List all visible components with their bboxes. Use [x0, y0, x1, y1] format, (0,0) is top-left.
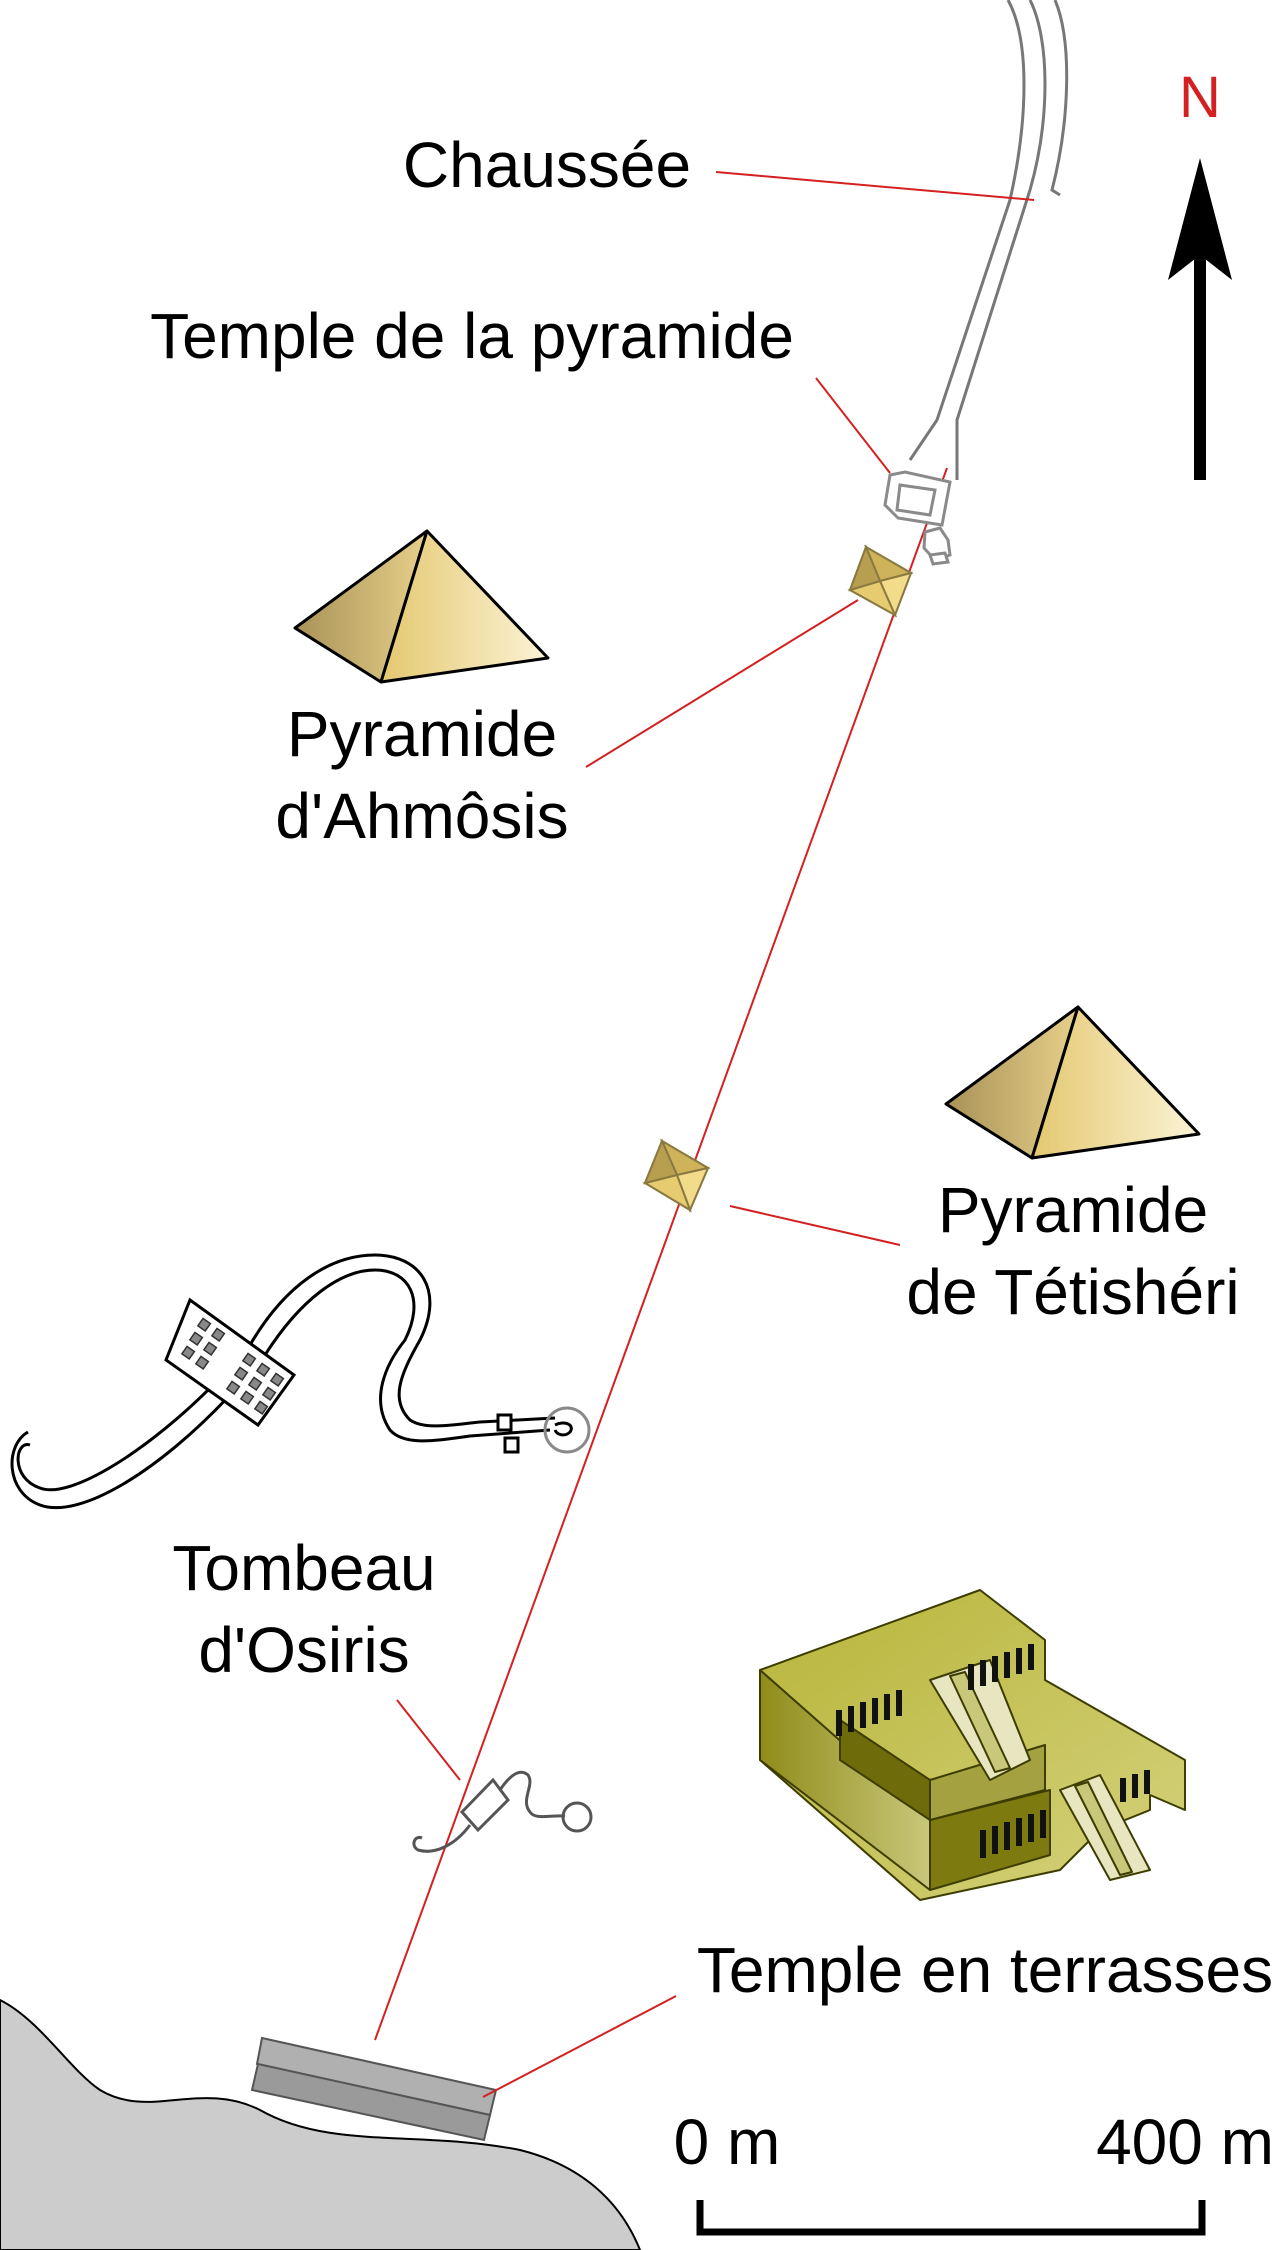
- north-arrow-head: [1168, 158, 1232, 280]
- ahmose-pyramid-label-line2: d'Ahmôsis: [275, 780, 568, 852]
- osiris-tomb-plan-large: [10, 1253, 591, 1510]
- pyramid-temple-label: Temple de la pyramide: [150, 300, 794, 372]
- ahmose-pyramid-illustration: [293, 529, 550, 684]
- ahmose-pyramid-plan: [847, 544, 914, 618]
- causeway-shape: [908, 0, 1069, 480]
- north-label: N: [1179, 65, 1221, 130]
- scale-bar: 0 m 400 m: [674, 2106, 1274, 2236]
- north-arrow-shaft: [1194, 250, 1206, 480]
- scale-bar-line: [696, 2200, 1206, 2236]
- tetisheri-pyramid-label-line1: Pyramide: [938, 1174, 1208, 1246]
- cliff-terrain: [0, 1998, 642, 2250]
- tetisheri-pyramid-plan: [642, 1138, 711, 1213]
- osiris-tomb-plan-small: [412, 1770, 593, 1853]
- osiris-tomb-label-line1: Tombeau: [172, 1532, 435, 1604]
- scale-end-label: 400 m: [1096, 2106, 1274, 2178]
- site-axis-line: [374, 467, 948, 2041]
- ahmose-pyramid-label-line1: Pyramide: [287, 698, 557, 770]
- leader-lines: [396, 171, 1035, 2098]
- tetisheri-pyramid-label-line2: de Tétishéri: [906, 1256, 1239, 1328]
- north-arrow: N: [1168, 65, 1232, 480]
- osiris-tomb-label-line2: d'Osiris: [198, 1614, 409, 1686]
- osiris-tomb-chamber: [164, 1297, 297, 1428]
- pyramid-temple-plan: [883, 470, 952, 566]
- terrace-temple-plan: [250, 2036, 498, 2142]
- terrace-temple-illustration: [759, 1589, 1186, 1901]
- scale-start-label: 0 m: [674, 2106, 781, 2178]
- terrace-temple-label: Temple en terrasses: [697, 1934, 1273, 2006]
- tetisheri-pyramid-illustration: [944, 1005, 1201, 1160]
- causeway-label: Chaussée: [403, 129, 691, 201]
